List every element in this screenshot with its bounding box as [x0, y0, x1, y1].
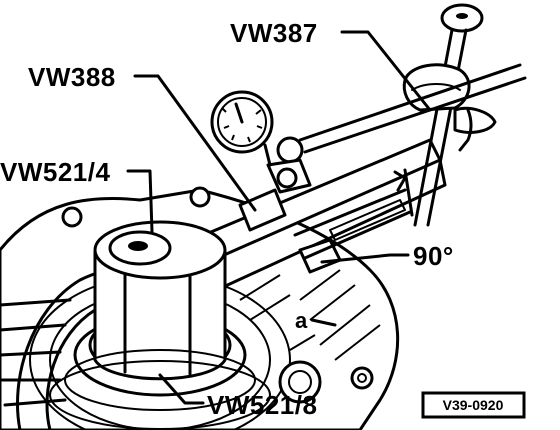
- leader-a: [310, 318, 337, 327]
- reference-code: V39-0920: [443, 397, 504, 413]
- leader-vw388: [133, 74, 257, 212]
- label-vw387: VW387: [230, 18, 318, 48]
- label-vw521-8: VW521/8: [207, 390, 317, 420]
- leader-vw521-8: [158, 373, 205, 405]
- label-angle-90: 90°: [413, 241, 454, 271]
- leader-lines: [126, 30, 432, 405]
- drift-cylinder: [49, 220, 271, 430]
- leader-vw521-4: [126, 169, 154, 234]
- leader-vw387: [340, 30, 432, 112]
- label-vw388: VW388: [28, 62, 116, 92]
- reference-code-box: V39-0920: [421, 391, 526, 419]
- dial-gauge: [210, 90, 312, 194]
- upright-rod-tool: [298, 3, 527, 227]
- label-vw521-4: VW521/4: [0, 157, 110, 187]
- leader-angle: [320, 253, 410, 264]
- callout-a: a: [295, 308, 308, 333]
- housing-shading: [239, 269, 381, 361]
- right-angle-marker: [393, 170, 407, 192]
